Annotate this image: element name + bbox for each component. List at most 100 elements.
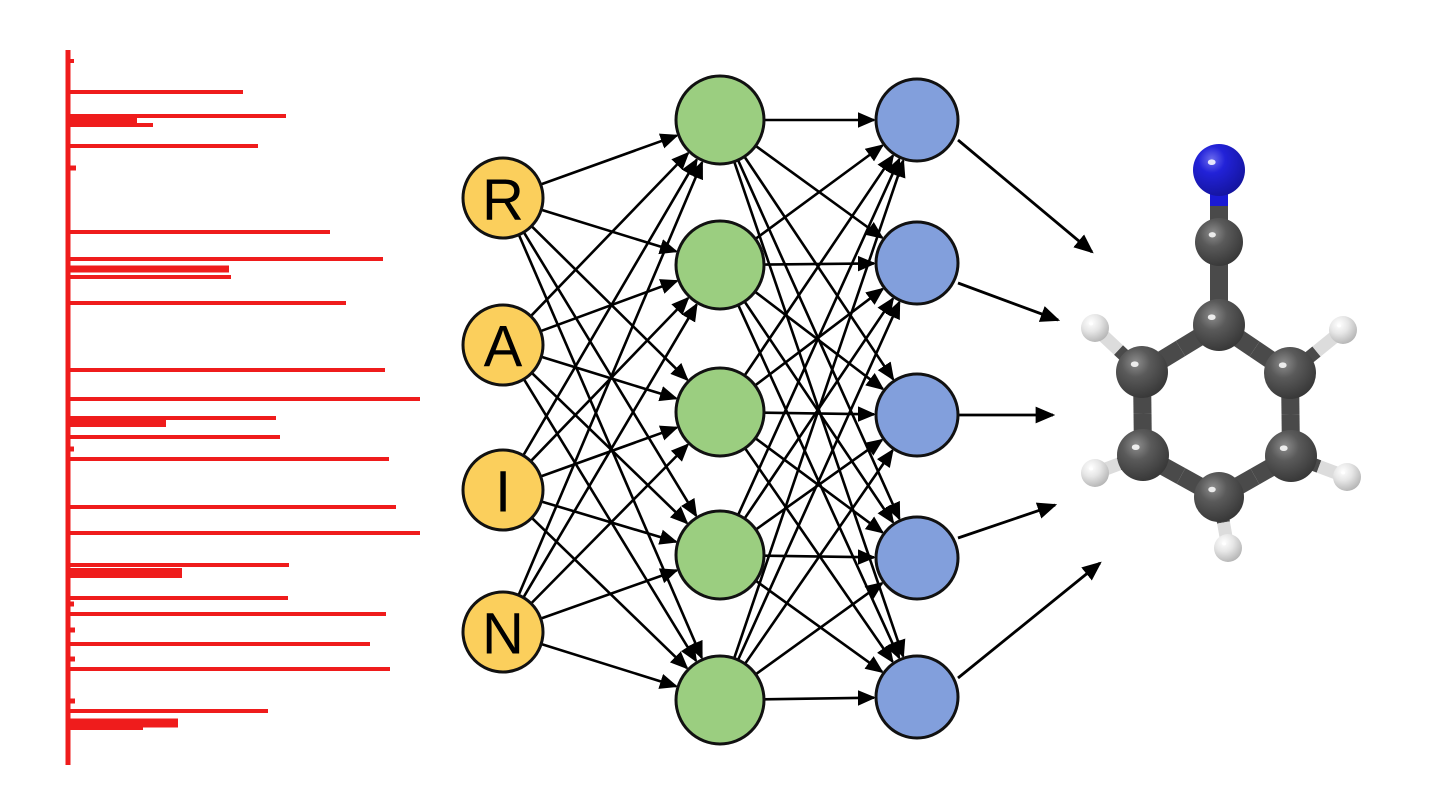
edge-input-hidden [522, 157, 698, 457]
edge-hidden-output [743, 153, 895, 377]
hidden-layer-nodes [674, 74, 766, 746]
edge-input-hidden [517, 234, 703, 660]
edge-input-hidden [540, 568, 679, 620]
atom-c [1193, 299, 1245, 351]
edge-hidden-output [743, 448, 894, 665]
output-node-5[interactable] [874, 654, 960, 740]
output-node-circle[interactable] [874, 77, 960, 163]
atom-c [1194, 472, 1244, 522]
input-node-circle[interactable] [461, 590, 545, 674]
edge-input-hidden [530, 443, 690, 605]
hidden-node-circle[interactable] [674, 219, 766, 311]
edge-input-hidden [530, 225, 689, 382]
hidden-node-circle[interactable] [674, 509, 766, 601]
edge-hidden-output [754, 290, 885, 391]
output-node-4[interactable] [874, 515, 960, 601]
edge-output-molecule [957, 281, 1061, 322]
output-node-1[interactable] [874, 77, 960, 163]
atom-specular-highlight [1221, 542, 1227, 546]
atom-specular-highlight [1279, 445, 1288, 452]
edge-hidden-output [736, 157, 901, 516]
edge-input-hidden [517, 160, 704, 596]
atom-c [1116, 346, 1168, 398]
atom-specular-highlight [1088, 467, 1094, 471]
hidden-node-circle[interactable] [674, 654, 766, 746]
edge-input-hidden [522, 378, 698, 663]
atom-specular-highlight [1088, 322, 1094, 326]
edge-input-hidden [529, 151, 690, 318]
input-node-circle[interactable] [461, 156, 545, 240]
edges-input-to-hidden [517, 133, 704, 689]
edges-output-to-molecule [957, 138, 1102, 680]
edge-input-hidden [540, 208, 679, 255]
atom-h [1081, 459, 1109, 487]
input-node-a[interactable]: A [461, 303, 545, 387]
edge-input-hidden [522, 231, 698, 518]
input-node-circle[interactable] [461, 303, 545, 387]
output-node-2[interactable] [874, 220, 960, 306]
atom-specular-highlight [1131, 444, 1140, 451]
hidden-node-circle[interactable] [674, 74, 766, 166]
atom-h [1214, 534, 1242, 562]
edge-input-hidden [540, 642, 679, 689]
spectrum-bars [68, 59, 420, 730]
atom-h [1329, 316, 1357, 344]
edge-input-hidden [540, 133, 679, 186]
input-node-circle[interactable] [461, 448, 545, 532]
edge-output-molecule [957, 502, 1058, 540]
hidden-node-2[interactable] [674, 219, 766, 311]
output-layer-nodes [874, 77, 960, 740]
atom-h [1081, 314, 1109, 342]
edge-hidden-output [754, 581, 884, 676]
edge-hidden-output [763, 690, 877, 706]
edge-output-molecule [957, 561, 1102, 680]
atom-specular-highlight [1278, 362, 1287, 369]
atom-specular-highlight [1207, 314, 1216, 321]
edge-hidden-output [754, 579, 884, 674]
output-node-circle[interactable] [874, 372, 960, 458]
atom-c [1117, 429, 1169, 481]
atom-specular-highlight [1207, 159, 1216, 166]
atom-n [1193, 144, 1245, 196]
input-node-r[interactable]: R [461, 156, 545, 240]
hidden-node-circle[interactable] [674, 366, 766, 458]
atom-h [1333, 463, 1361, 491]
atom-c [1265, 430, 1317, 482]
hidden-node-1[interactable] [674, 74, 766, 166]
output-node-3[interactable] [874, 372, 960, 458]
hidden-node-3[interactable] [674, 366, 766, 458]
edge-hidden-output [743, 155, 895, 381]
molecule-atoms [1081, 144, 1361, 562]
edge-input-hidden [540, 279, 679, 333]
hidden-node-4[interactable] [674, 509, 766, 601]
atom-specular-highlight [1340, 471, 1346, 475]
edge-hidden-output [736, 300, 901, 661]
input-layer-nodes: R A I N [461, 156, 545, 674]
hidden-node-5[interactable] [674, 654, 766, 746]
input-node-n[interactable]: N [461, 590, 545, 674]
edge-hidden-output [732, 158, 906, 659]
input-node-label: N [482, 602, 524, 667]
input-node-label: R [482, 168, 524, 233]
edges-hidden-to-output [732, 112, 906, 706]
edge-input-hidden [522, 302, 698, 599]
edge-hidden-output [754, 144, 885, 240]
atom-specular-highlight [1208, 232, 1216, 238]
input-node-label: I [495, 460, 511, 525]
edge-input-hidden [540, 500, 678, 545]
edge-output-molecule [957, 138, 1094, 254]
atom-specular-highlight [1336, 324, 1342, 328]
edge-hidden-output [755, 438, 884, 531]
input-node-label: A [484, 315, 523, 380]
output-node-circle[interactable] [874, 220, 960, 306]
output-node-circle[interactable] [874, 654, 960, 740]
input-node-i[interactable]: I [461, 448, 545, 532]
output-node-circle[interactable] [874, 515, 960, 601]
edge-hidden-output [763, 406, 877, 422]
atom-c [1195, 218, 1243, 266]
edge-input-hidden [540, 355, 679, 402]
